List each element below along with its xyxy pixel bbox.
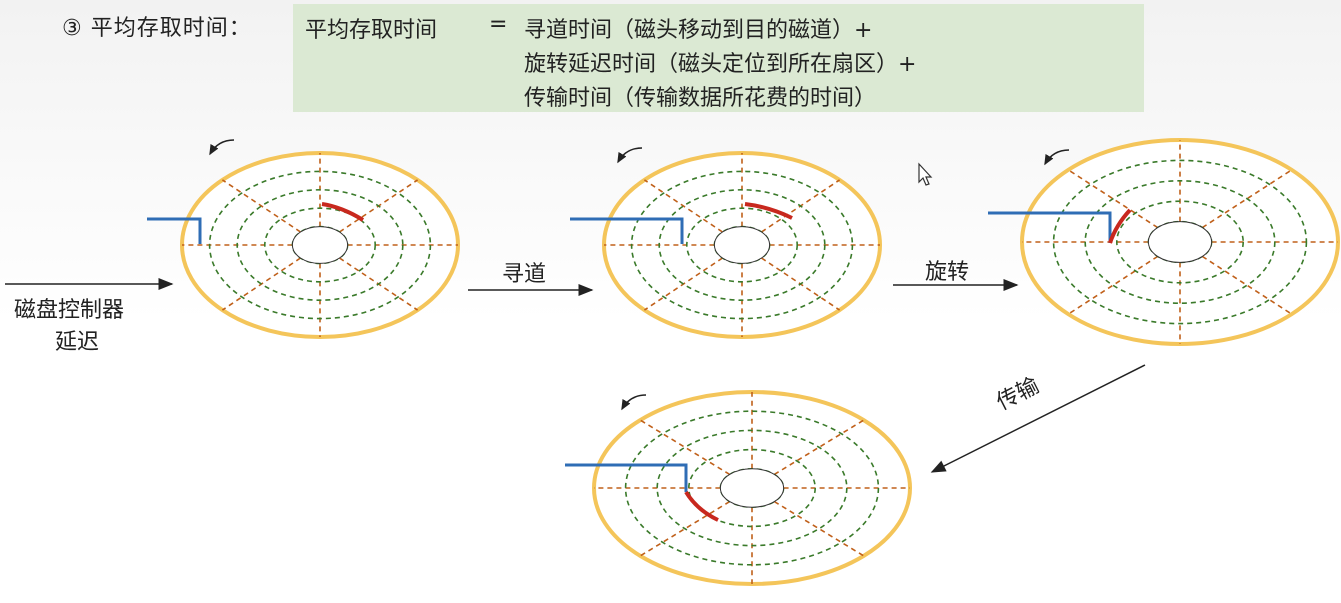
track [208, 170, 432, 320]
hub [713, 226, 771, 264]
read-write-arm [147, 217, 202, 244]
track [1116, 200, 1245, 284]
heading-average-access-time: ③ 平均存取时间： [62, 16, 252, 41]
formula-lhs: 平均存取时间 [305, 18, 438, 43]
formula-transfer-term: 传输时间（传输数据所花费的时间） [524, 86, 877, 111]
label-rotate: 旋转 [925, 260, 970, 285]
sector-line [643, 179, 723, 233]
track [1084, 180, 1276, 305]
track [687, 448, 816, 528]
read-write-arm [565, 463, 688, 492]
sector-line [221, 179, 301, 233]
label-seek: 寻道 [502, 262, 547, 287]
sector-line [221, 257, 301, 311]
rotation-arrow-icon [209, 139, 235, 156]
track [685, 207, 798, 283]
rotation-arrow-icon [617, 147, 643, 164]
platter-2 [570, 147, 882, 339]
platter-4 [565, 390, 912, 586]
transfer-arrow [930, 364, 1146, 473]
track [624, 410, 880, 566]
target-sector-arc [744, 202, 793, 220]
platter-1 [147, 139, 460, 339]
track [658, 189, 826, 302]
hub [1147, 221, 1213, 263]
track [263, 207, 376, 283]
formula-equals: = [489, 12, 508, 37]
hub [291, 226, 349, 264]
platter-3 [988, 138, 1340, 346]
label-controller-delay-line2: 延迟 [55, 330, 100, 355]
hub [719, 468, 785, 508]
formula-seek-term: 寻道时间（磁头移动到目的磁道）+ [524, 18, 873, 43]
target-sector-arc [321, 202, 365, 222]
formula-rotation-term: 旋转延迟时间（磁头定位到所在扇区）+ [524, 52, 917, 77]
target-sector-arc [684, 490, 719, 522]
mouse-cursor-icon [918, 162, 933, 186]
label-controller-delay-line1: 磁盘控制器 [14, 298, 125, 323]
track [236, 189, 404, 302]
read-write-arm [570, 217, 684, 244]
track [1052, 159, 1308, 325]
target-sector-arc [1108, 208, 1132, 244]
sector-line [643, 257, 723, 311]
rotation-arrow-icon [1044, 149, 1070, 166]
track [656, 429, 848, 547]
formula-box: 平均存取时间 = 寻道时间（磁头移动到目的磁道）+ 旋转延迟时间（磁头定位到所在… [293, 4, 1144, 112]
track [630, 170, 854, 320]
read-write-arm [988, 211, 1112, 243]
rotation-arrow-icon [621, 394, 647, 411]
